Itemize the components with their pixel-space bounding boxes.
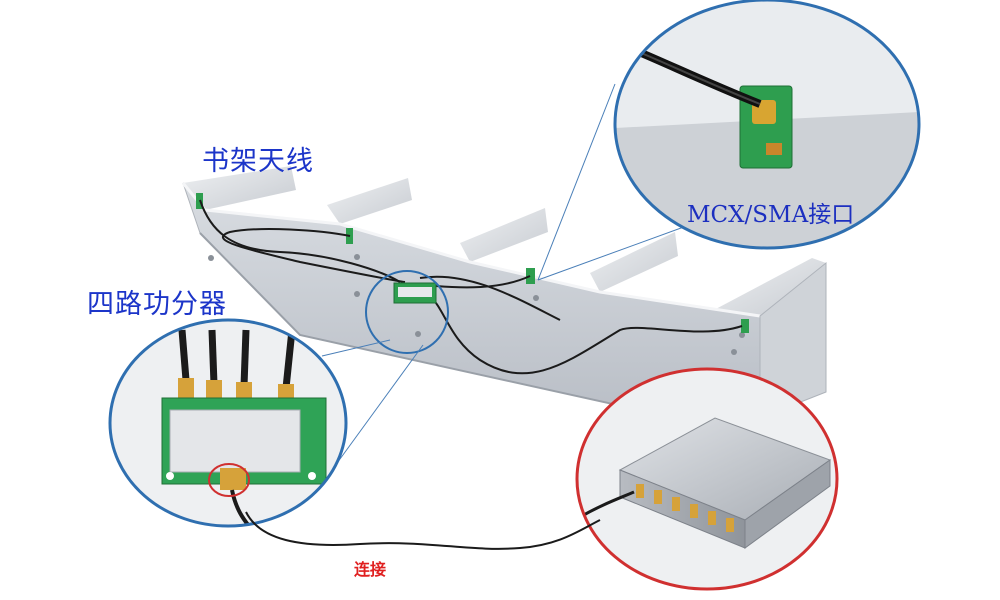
connection-label: 连接: [354, 560, 387, 579]
splitter-shield: [169, 409, 301, 473]
splitter-label: 四路功分器: [87, 289, 227, 320]
shelf-antenna-label: 书架天线: [202, 146, 314, 177]
callout-lines: [321, 83, 693, 471]
shelf-divider: [327, 178, 412, 224]
shelf-divider: [590, 232, 678, 292]
splitter-closeup-bubble: [108, 318, 348, 528]
connection-cable: [245, 511, 601, 550]
connector-type-label: MCX/SMA接口: [687, 202, 855, 228]
shelf-divider: [712, 258, 826, 316]
reader-closeup-bubble: [575, 367, 839, 591]
splitter-on-shelf: [365, 270, 449, 354]
shelf-cables: [199, 199, 743, 375]
connector-closeup-bubble: [613, 0, 921, 250]
shelf-divider: [460, 208, 548, 262]
antenna-board: [526, 268, 535, 284]
shelf-divider: [183, 166, 296, 210]
antenna-board: [741, 319, 749, 333]
input-port-highlight: [208, 463, 250, 497]
